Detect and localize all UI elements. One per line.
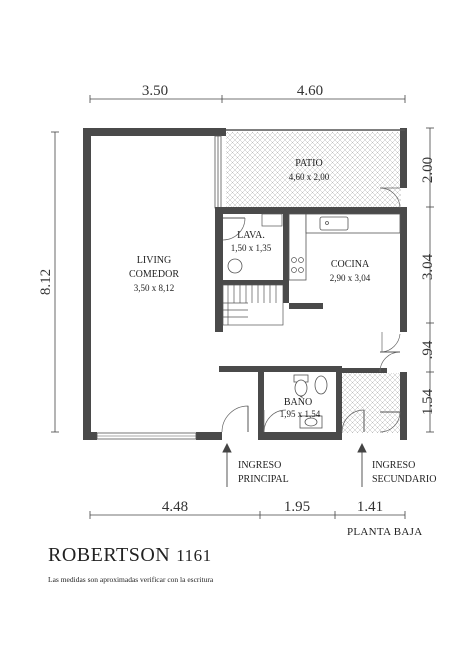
property-street: ROBERTSON: [48, 544, 171, 566]
patio-area: [226, 132, 401, 208]
lava-size: 1,50 x 1,35: [231, 243, 272, 253]
bathroom-fixtures: [293, 374, 328, 429]
property-title: ROBERTSON 1161: [48, 544, 212, 567]
principal-entry-label-line2: PRINCIPAL: [238, 474, 289, 485]
dim-right-hall: .94: [420, 340, 436, 359]
kitchen-counter: [288, 213, 401, 281]
dim-right-bano: 1.54: [420, 388, 436, 415]
bano-size: 1,95 x 1,54: [280, 409, 321, 419]
secondary-entry-arrow: [357, 442, 367, 487]
dim-right-patio: 2.00: [420, 157, 436, 183]
secondary-entry-label-line1: INGRESO: [372, 460, 415, 471]
dim-top-patio: 4.60: [297, 83, 323, 99]
patio-sliding-door: [214, 135, 222, 209]
right-dimension: [426, 127, 434, 433]
principal-entry-arrow: [222, 442, 232, 487]
cocina-size: 2,90 x 3,04: [330, 273, 371, 283]
living-window: [96, 432, 197, 440]
exterior-walls: [83, 128, 407, 440]
cocina-label: COCINA: [331, 259, 370, 270]
disclaimer-note: Las medidas son aproximadas verificar co…: [48, 575, 214, 584]
stair-landing-wall: [283, 285, 289, 303]
living-size: 3,50 x 8,12: [134, 283, 175, 293]
washer-icon: [227, 258, 243, 274]
laundry-sink-icon: [261, 213, 283, 227]
dim-top-living: 3.50: [142, 83, 168, 99]
dim-right-cocina: 3.04: [420, 253, 436, 280]
dim-left-total: 8.12: [38, 269, 54, 295]
left-dimension: [51, 131, 59, 433]
staircase: [222, 284, 284, 326]
stove-icon: [291, 257, 304, 273]
plan-level-label: PLANTA BAJA: [347, 526, 423, 538]
dim-bottom-secundario: 1.41: [357, 499, 383, 515]
secondary-entry-area: [342, 373, 400, 433]
lava-label: LAVA.: [237, 230, 265, 241]
living-label-line2: COMEDOR: [129, 269, 179, 280]
patio-size: 4,60 x 2,00: [289, 172, 330, 182]
bano-label: BAÑO: [284, 396, 312, 408]
secondary-entry-label-line2: SECUNDARIO: [372, 474, 436, 485]
door-leaves: [223, 217, 400, 432]
principal-entry-label-line1: INGRESO: [238, 460, 281, 471]
living-label-line1: LIVING: [137, 255, 171, 266]
dim-bottom-bano: 1.95: [284, 499, 310, 515]
top-dimension: [89, 95, 406, 103]
bottom-dimension: [89, 511, 406, 519]
property-number: 1161: [176, 546, 212, 565]
dim-bottom-living: 4.48: [162, 499, 188, 515]
door-swings: [221, 187, 401, 433]
patio-label: PATIO: [295, 158, 322, 169]
